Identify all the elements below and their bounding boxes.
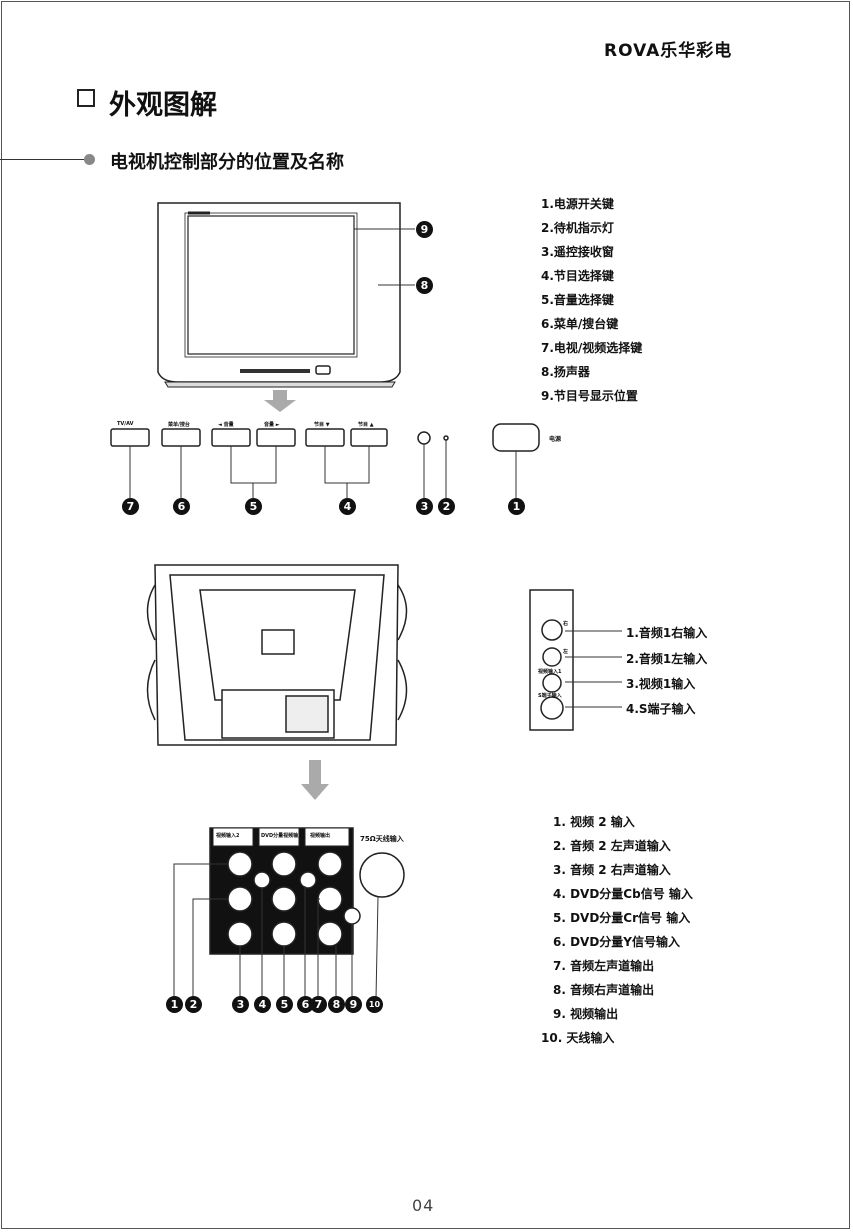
arrow-down-icon <box>264 390 296 412</box>
side-list-item: 4.S端子输入 <box>626 702 696 716</box>
list-item: 3.遥控接收窗 <box>541 245 614 259</box>
side-av-panel <box>529 589 574 731</box>
arrow-down-icon-2 <box>301 760 329 800</box>
brand-logo: ROVA乐华彩电 <box>604 41 733 61</box>
callout-rear-1: 1 <box>166 996 183 1013</box>
side-label: S端子输入 <box>538 693 562 699</box>
callout-rear-5: 5 <box>276 996 293 1013</box>
list-item: 9. 视频输出 <box>553 1007 619 1021</box>
callout-7: 7 <box>122 498 139 515</box>
side-label: 右 <box>563 621 569 627</box>
list-item: 6. DVD分量Y信号输入 <box>553 935 680 949</box>
list-item: 7.电视/视频选择键 <box>541 341 643 355</box>
list-item: 6.菜单/搜台键 <box>541 317 619 331</box>
callout-1: 1 <box>508 498 525 515</box>
section-bullet-icon <box>84 154 95 165</box>
control-panel <box>110 423 540 452</box>
panel-label: 节目 ▼ <box>314 422 330 428</box>
list-item: 2.待机指示灯 <box>541 221 614 235</box>
jack-label: 视频输出 <box>310 833 331 839</box>
section-title: 电视机控制部分的位置及名称 <box>110 152 344 173</box>
callout-rear-8: 8 <box>328 996 345 1013</box>
side-list-item: 2.音频1左输入 <box>626 652 708 666</box>
side-label: 左 <box>563 649 569 655</box>
list-item: 4. DVD分量Cb信号 输入 <box>553 887 693 901</box>
panel-label: ◄ 音量 <box>218 422 234 428</box>
side-list-item: 3.视频1输入 <box>626 677 696 691</box>
panel-label: 音量 ► <box>264 422 280 428</box>
page-number: 04 <box>412 1196 435 1215</box>
callout-4: 4 <box>339 498 356 515</box>
list-item: 8.扬声器 <box>541 365 590 379</box>
list-item: 10. 天线输入 <box>541 1031 615 1045</box>
list-item: 2. 音频 2 左声道输入 <box>553 839 671 853</box>
list-item: 3. 音频 2 右声道输入 <box>553 863 671 877</box>
callout-2: 2 <box>438 498 455 515</box>
callout-rear-4: 4 <box>254 996 271 1013</box>
page-title: 外观图解 <box>109 90 217 121</box>
rear-parts-list: 1. 视频 2 输入 2. 音频 2 左声道输入 3. 音频 2 右声道输入 4… <box>541 810 693 1050</box>
side-label: 视频输入1 <box>538 669 562 675</box>
callout-rear-9: 9 <box>345 996 362 1013</box>
rear-jack-panel <box>209 827 405 955</box>
title-checkbox-icon <box>77 89 95 107</box>
callout-3: 3 <box>416 498 433 515</box>
callout-rear-7: 7 <box>310 996 327 1013</box>
callout-rear-6: 6 <box>297 996 314 1013</box>
callout-8: 8 <box>416 277 433 294</box>
callout-9: 9 <box>416 221 433 238</box>
callout-rear-3: 3 <box>232 996 249 1013</box>
panel-label: 菜单/搜台 <box>168 422 190 428</box>
list-item: 1. 视频 2 输入 <box>553 815 635 829</box>
callout-6: 6 <box>173 498 190 515</box>
section-line <box>0 159 84 160</box>
jack-label: 视频输入2 <box>216 833 240 839</box>
tv-front-illustration <box>157 202 401 388</box>
power-label: 电源 <box>549 436 562 443</box>
antenna-label: 75Ω天线输入 <box>360 835 404 843</box>
callout-rear-10: 10 <box>366 996 383 1013</box>
list-item: 7. 音频左声道输出 <box>553 959 655 973</box>
side-list-item: 1.音频1右输入 <box>626 626 708 640</box>
front-parts-list: 1.电源开关键 2.待机指示灯 3.遥控接收窗 4.节目选择键 5.音量选择键 … <box>541 192 642 408</box>
list-item: 5. DVD分量Cr信号 输入 <box>553 911 691 925</box>
panel-label: TV/AV <box>117 421 134 427</box>
list-item: 9.节目号显示位置 <box>541 389 638 403</box>
jack-label: DVD分量视频输入 <box>261 833 304 839</box>
list-item: 8. 音频右声道输出 <box>553 983 655 997</box>
callout-rear-2: 2 <box>185 996 202 1013</box>
panel-label: 节目 ▲ <box>358 422 374 428</box>
list-item: 5.音量选择键 <box>541 293 614 307</box>
callout-5: 5 <box>245 498 262 515</box>
list-item: 4.节目选择键 <box>541 269 614 283</box>
list-item: 1.电源开关键 <box>541 197 614 211</box>
tv-rear-illustration <box>146 564 408 746</box>
